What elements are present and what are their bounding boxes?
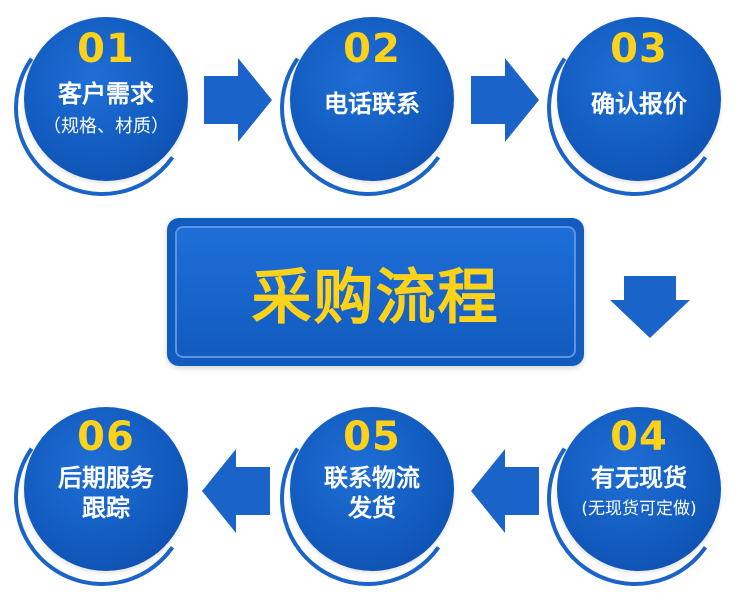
step-03-label: 确认报价 <box>591 90 687 118</box>
step-01-sub: （规格、材质） <box>43 116 169 137</box>
step-01-label: 客户需求 <box>58 80 154 108</box>
step-06-circle: 06 后期服务 跟踪 <box>24 407 188 571</box>
step-05-label: 联系物流 <box>324 464 420 492</box>
arrow-right-icon <box>204 58 272 142</box>
step-05-label2: 发货 <box>348 494 396 522</box>
step-04-circle: 04 有无现货 (无现货可定做) <box>557 407 721 571</box>
arrow-down-icon <box>610 276 690 338</box>
arrow-right-icon <box>471 58 539 142</box>
page-title: 采购流程 <box>251 262 500 333</box>
title-box: 采购流程 <box>167 218 584 366</box>
step-05-number: 05 <box>343 414 401 460</box>
step-02-label: 电话联系 <box>324 90 420 118</box>
step-06-label2: 跟踪 <box>82 494 130 522</box>
step-06-number: 06 <box>77 414 135 460</box>
arrow-left-icon <box>471 449 539 533</box>
step-03-number: 03 <box>610 26 668 72</box>
step-01-number: 01 <box>77 26 135 72</box>
arrow-left-icon <box>202 449 270 533</box>
step-04-label: 有无现货 <box>591 464 687 492</box>
step-01-circle: 01 客户需求 （规格、材质） <box>24 17 188 181</box>
title-inner-frame: 采购流程 <box>175 226 576 358</box>
step-04-sub: (无现货可定做) <box>581 499 697 519</box>
step-03-circle: 03 确认报价 <box>557 17 721 181</box>
step-05-circle: 05 联系物流 发货 <box>290 407 454 571</box>
step-02-circle: 02 电话联系 <box>290 17 454 181</box>
step-02-number: 02 <box>343 26 401 72</box>
step-06-label: 后期服务 <box>58 464 154 492</box>
step-04-number: 04 <box>610 414 668 460</box>
